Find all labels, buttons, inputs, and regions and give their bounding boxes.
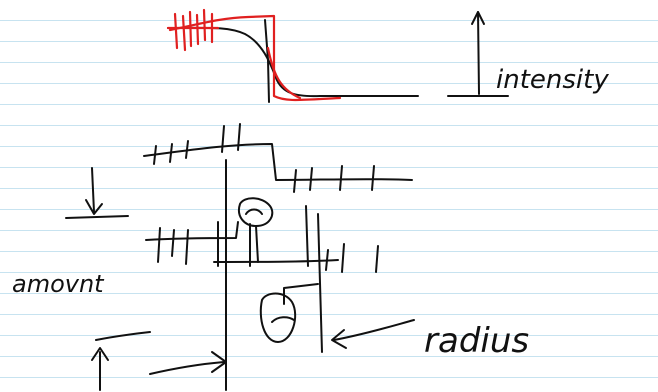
lower-blob bbox=[259, 292, 297, 343]
arrow-up-icon bbox=[471, 11, 485, 25]
upper-boundary bbox=[143, 123, 413, 193]
amount-label: amovnt bbox=[12, 270, 105, 298]
amount-axis: amovnt bbox=[12, 167, 151, 391]
arrow-left-icon bbox=[331, 329, 347, 349]
intensity-axis: intensity bbox=[447, 11, 609, 97]
blob-stem bbox=[249, 223, 259, 267]
right-guide-line bbox=[317, 213, 323, 353]
vertical-guides bbox=[217, 159, 323, 391]
upper-blob bbox=[238, 197, 274, 227]
amount-down-line bbox=[91, 167, 95, 213]
amount-top-baseline bbox=[65, 215, 129, 219]
red-step-annotation bbox=[166, 8, 342, 102]
lower-blob-connector bbox=[283, 283, 319, 305]
arrow-up-small-icon bbox=[91, 347, 109, 361]
radius-arrow-line bbox=[333, 319, 415, 341]
intensity-axis-line bbox=[477, 11, 480, 95]
radius-annotation: radius bbox=[331, 319, 529, 361]
arrow-down-icon bbox=[85, 199, 103, 215]
intensity-label: intensity bbox=[496, 65, 609, 95]
arrow-right-icon bbox=[211, 351, 227, 373]
right-inner-line bbox=[305, 205, 309, 267]
lower-blob-inner bbox=[271, 316, 295, 323]
radius-label: radius bbox=[424, 321, 529, 361]
amount-bottom-baseline bbox=[95, 331, 151, 341]
lower-boundary bbox=[145, 221, 379, 273]
intensity-edge-line bbox=[264, 19, 270, 103]
intensity-profile bbox=[166, 8, 419, 103]
upper-blob-inner bbox=[245, 208, 263, 215]
left-pointer-arrow bbox=[149, 351, 227, 375]
particle-shapes bbox=[238, 197, 319, 343]
